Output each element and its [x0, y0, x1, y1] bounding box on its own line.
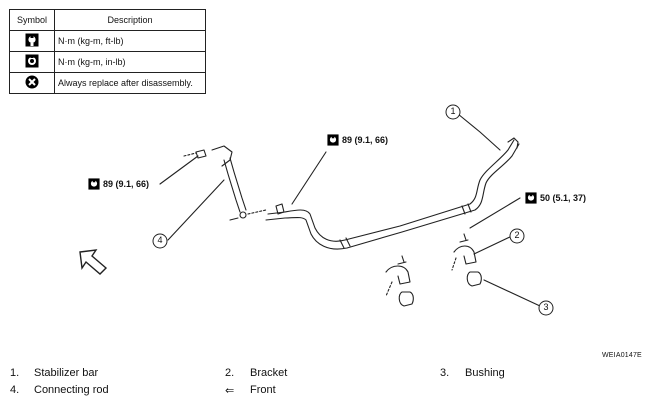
leader-line-1 — [457, 113, 501, 151]
stabilizer-bar-drawing — [265, 137, 520, 250]
torque-value: 89 (9.1, 66) — [342, 135, 389, 145]
callout-1-circle — [445, 104, 461, 120]
torque-wrench-nm-icon — [525, 192, 537, 204]
symbol-legend-table: Symbol Description N·m (kg-m, ft-lb) N·m… — [9, 9, 206, 94]
callout-4-circle — [152, 233, 168, 249]
legend-row: N·m (kg-m, ft-lb) — [9, 30, 206, 52]
caption-label-bushing: Bushing — [465, 367, 505, 379]
leader-line-4 — [167, 179, 225, 241]
figure-reference: WEIA0147E — [602, 352, 642, 359]
callout-4: 4 — [157, 235, 163, 245]
callout-3: 3 — [543, 302, 549, 312]
caption-label-stabilizer-bar: Stabilizer bar — [34, 367, 99, 379]
front-arrow-icon — [79, 249, 108, 275]
caption-num-4: 4. — [10, 384, 20, 396]
bracket-right-drawing — [451, 233, 482, 287]
leader-line-torque-left — [159, 155, 199, 185]
torque-wrench-nm-icon — [88, 178, 100, 190]
leader-line-3 — [483, 279, 541, 307]
callout-3-circle — [538, 300, 554, 316]
leader-line-torque-center — [291, 151, 327, 205]
callout-2-circle — [509, 228, 525, 244]
caption-label-bracket: Bracket — [250, 367, 288, 379]
callout-1: 1 — [450, 106, 456, 116]
bar-mount-bolt-drawing — [247, 203, 285, 215]
bracket-left-drawing — [385, 255, 414, 307]
caption-num-1: 1. — [10, 367, 20, 379]
torque-value: 89 (9.1, 66) — [103, 179, 150, 189]
torque-wrench-nm-icon — [25, 33, 39, 47]
torque-label-left: 89 (9.1, 66) — [88, 178, 149, 190]
caption-num-2: 2. — [225, 367, 235, 379]
legend-desc: Always replace after disassembly. — [54, 72, 206, 94]
leader-line-2 — [473, 235, 513, 255]
legend-header-row: Symbol Description — [9, 9, 206, 31]
caption-label-connecting-rod: Connecting rod — [34, 384, 109, 396]
torque-wrench-nm-icon — [327, 134, 339, 146]
callout-2: 2 — [514, 230, 520, 240]
caption-num-3: 3. — [440, 367, 450, 379]
legend-row: Always replace after disassembly. — [9, 72, 206, 94]
torque-label-center: 89 (9.1, 66) — [327, 134, 388, 146]
torque-value: 50 (5.1, 37) — [540, 193, 587, 203]
caption-label-front: Front — [250, 384, 276, 396]
caption-front-arrow-symbol: ⇐ — [225, 385, 235, 397]
connecting-rod-drawing — [183, 145, 247, 221]
leader-line-torque-right — [469, 197, 521, 229]
torque-label-right: 50 (5.1, 37) — [525, 192, 586, 204]
always-replace-icon — [25, 75, 39, 89]
torque-wrench-inlb-icon — [25, 54, 39, 68]
